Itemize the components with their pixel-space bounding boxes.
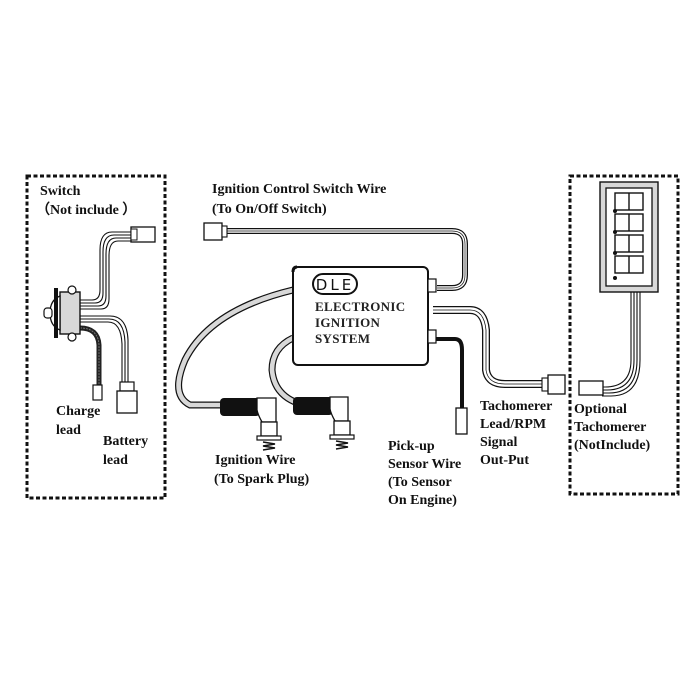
tacho-lead-label-4: Out-Put bbox=[480, 453, 529, 468]
pickup-label-1: Pick-up bbox=[388, 439, 435, 454]
pickup-label-3: (To Sensor bbox=[388, 475, 452, 490]
charge-lead-connector bbox=[92, 384, 103, 401]
ignition-wire-label-2: (To Spark Plug) bbox=[214, 472, 310, 487]
battery-lead-connector bbox=[116, 390, 138, 414]
switch-group-border bbox=[25, 174, 167, 500]
module-port-2 bbox=[427, 329, 437, 344]
dle-logo-badge bbox=[312, 273, 358, 295]
tacho-lead-label-1: Tachomerer bbox=[480, 399, 552, 414]
ignition-control-label-1: Ignition Control Switch Wire bbox=[212, 182, 386, 197]
pickup-sensor-connector bbox=[455, 407, 468, 435]
tacho-lead-label-2: Lead/RPM bbox=[480, 417, 546, 432]
tacho-lead-label-3: Signal bbox=[480, 435, 517, 450]
optional-tacho-label-1: Optional bbox=[574, 402, 627, 417]
charge-lead-label-1: Charge bbox=[56, 404, 100, 419]
switch-note: （Not include ） bbox=[36, 202, 136, 218]
module-brand: DLE bbox=[316, 276, 354, 294]
module-line-3: SYSTEM bbox=[315, 331, 370, 346]
spark-plug-cap-1 bbox=[220, 397, 282, 451]
pickup-label-2: Sensor Wire bbox=[388, 457, 461, 472]
ignition-wire-label-1: Ignition Wire bbox=[215, 453, 296, 468]
module-line-1: ELECTRONIC bbox=[315, 299, 405, 314]
on-off-switch-connector bbox=[203, 222, 223, 241]
ignition-control-wire bbox=[203, 222, 468, 291]
tachometer-connector bbox=[578, 380, 604, 396]
tachometer-lead-wire bbox=[433, 306, 566, 395]
pickup-sensor-wire bbox=[436, 337, 468, 435]
switch-assembly bbox=[43, 226, 156, 414]
battery-lead-label-1: Battery bbox=[103, 434, 148, 449]
tachometer-lead-connector bbox=[547, 374, 566, 395]
optional-tacho-label-2: Tachomerer bbox=[574, 420, 646, 435]
ignition-wires bbox=[175, 286, 297, 409]
ignition-module: DLE ELECTRONIC IGNITION SYSTEM bbox=[291, 265, 437, 366]
module-port-1 bbox=[427, 278, 437, 293]
battery-lead-label-2: lead bbox=[103, 453, 128, 468]
spark-plug-cap-2 bbox=[293, 396, 355, 450]
switch-body bbox=[59, 291, 81, 335]
switch-title: Switch bbox=[40, 184, 81, 199]
charge-lead-label-2: lead bbox=[56, 423, 81, 438]
optional-tachometer-group-border bbox=[568, 174, 680, 496]
pickup-label-4: On Engine) bbox=[388, 493, 457, 508]
optional-tachometer bbox=[578, 181, 659, 397]
optional-tacho-label-3: (NotInclude) bbox=[574, 438, 651, 453]
module-line-2: IGNITION bbox=[315, 315, 381, 330]
ignition-control-label-2: (To On/Off Switch) bbox=[212, 202, 327, 217]
